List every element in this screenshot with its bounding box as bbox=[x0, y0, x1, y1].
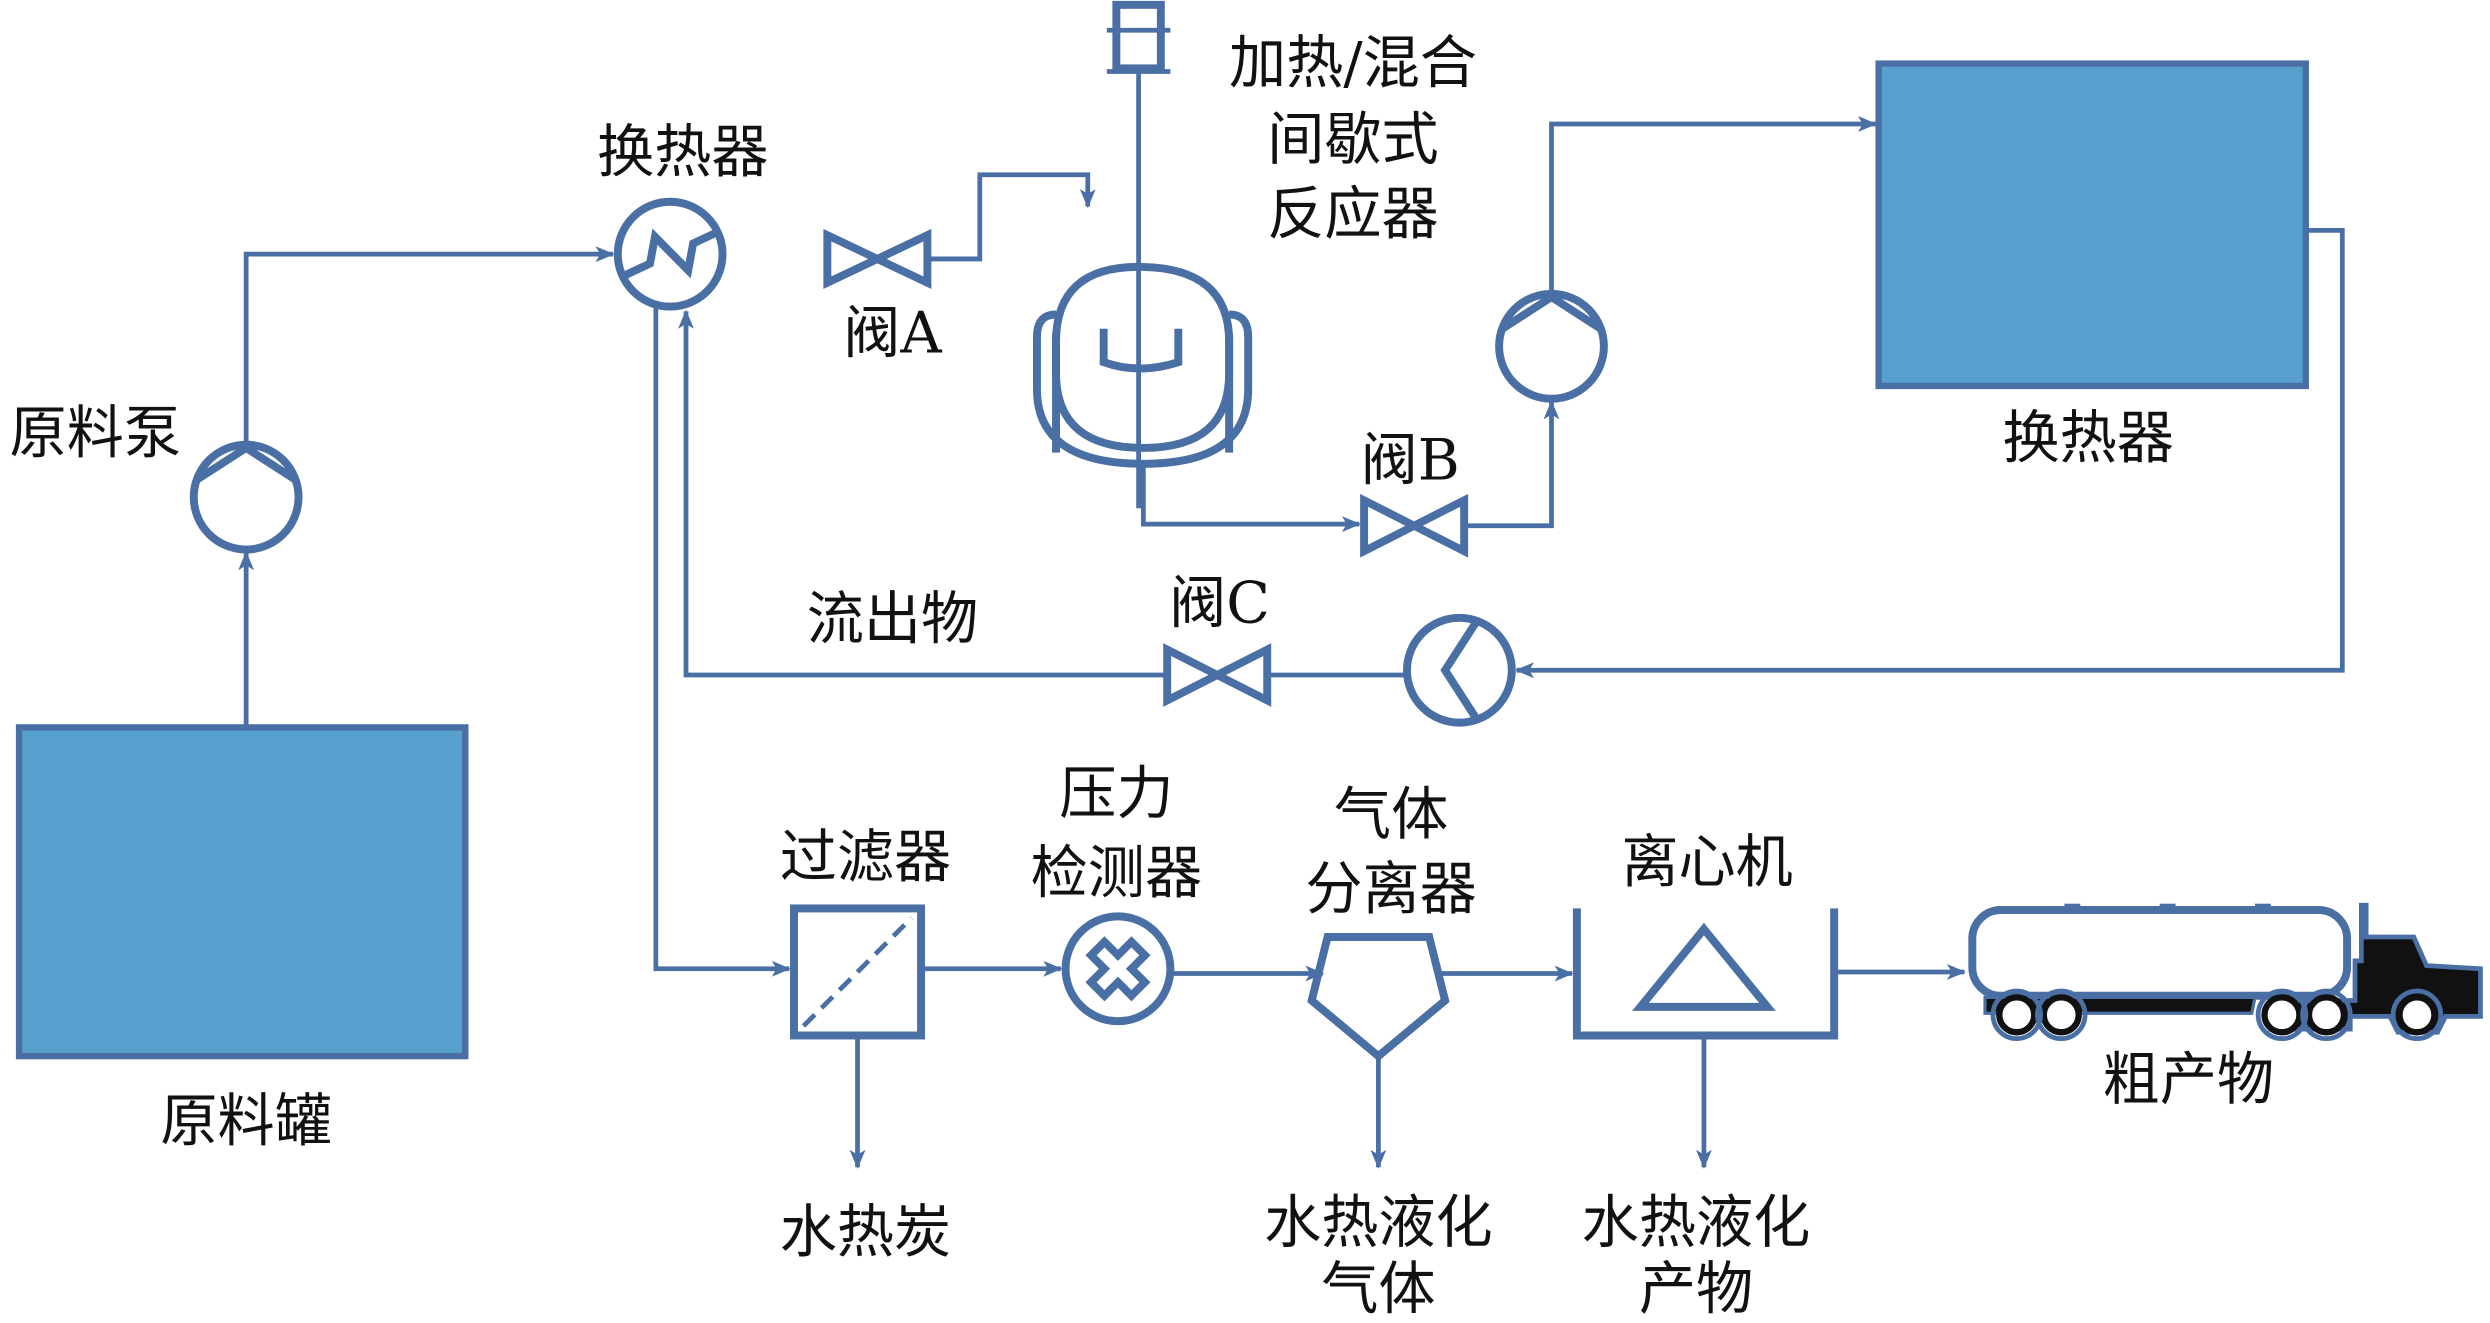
reactor-label-line-2: 间歇式 bbox=[1267, 107, 1438, 173]
centrifuge-icon bbox=[1572, 908, 1839, 1040]
valve-c-icon bbox=[1163, 643, 1272, 707]
pipe-valve-a-to-reactor bbox=[930, 172, 1096, 262]
raw-material-tank-icon bbox=[15, 724, 469, 1060]
pipe-exchanger-to-filter bbox=[653, 306, 791, 977]
hydrochar-label: 水热炭 bbox=[780, 1199, 951, 1265]
pressure-detector-icon bbox=[1061, 912, 1175, 1026]
heat-exchanger-left-icon bbox=[613, 197, 727, 311]
pipe-valve-b-to-pump bbox=[1464, 400, 1560, 529]
gas-separator-label-1: 气体 bbox=[1334, 782, 1448, 848]
pressure-detector-label-1: 压力 bbox=[1059, 761, 1173, 827]
htl-gas-label-1: 水热液化 bbox=[1264, 1190, 1493, 1256]
filter-label: 过滤器 bbox=[780, 825, 951, 891]
crude-product-label: 粗产物 bbox=[2103, 1047, 2274, 1113]
htl-product-label-2: 产物 bbox=[1639, 1257, 1753, 1323]
heat-exchanger-left-label: 换热器 bbox=[597, 120, 768, 186]
pipe-effluent-to-exchanger bbox=[678, 309, 1168, 678]
reactor-label-line-1: 加热/混合 bbox=[1229, 31, 1477, 97]
tanker-truck-icon bbox=[1968, 902, 2483, 1042]
valve-b-label: 阀B bbox=[1361, 428, 1460, 494]
centrifuge-label: 离心机 bbox=[1621, 829, 1792, 895]
valve-c-label: 阀C bbox=[1169, 571, 1270, 637]
return-pump-icon bbox=[1403, 613, 1516, 727]
stirred-reactor-icon bbox=[1033, 0, 1253, 509]
effluent-label: 流出物 bbox=[807, 586, 978, 652]
valve-a-label: 阀A bbox=[843, 301, 942, 367]
heat-exchanger-right-label: 换热器 bbox=[2002, 405, 2173, 471]
pipe-pump-to-exchanger bbox=[243, 246, 615, 445]
filter-icon bbox=[790, 904, 926, 1040]
pipe-pump-to-right-exchanger bbox=[1549, 116, 1878, 294]
htl-gas-label-2: 气体 bbox=[1321, 1257, 1435, 1323]
pressure-detector-label-2: 检测器 bbox=[1031, 841, 1202, 907]
pipe-exchanger-return bbox=[1514, 227, 2345, 679]
reactor-label-line-3: 反应器 bbox=[1267, 182, 1438, 248]
raw-pump-icon bbox=[189, 440, 303, 554]
valve-a-icon bbox=[823, 228, 932, 290]
raw-pump-label: 原料泵 bbox=[10, 401, 181, 467]
gas-separator-label-2: 分离器 bbox=[1305, 856, 1476, 922]
htl-product-label-1: 水热液化 bbox=[1582, 1190, 1811, 1256]
valve-b-icon bbox=[1360, 493, 1469, 558]
raw-tank-label: 原料罐 bbox=[160, 1088, 331, 1154]
heat-exchanger-right-icon bbox=[1875, 60, 2309, 390]
pipe-reactor-to-valve-b bbox=[1140, 463, 1361, 533]
gas-separator-icon bbox=[1307, 933, 1450, 1062]
circulation-pump-icon bbox=[1495, 289, 1608, 403]
